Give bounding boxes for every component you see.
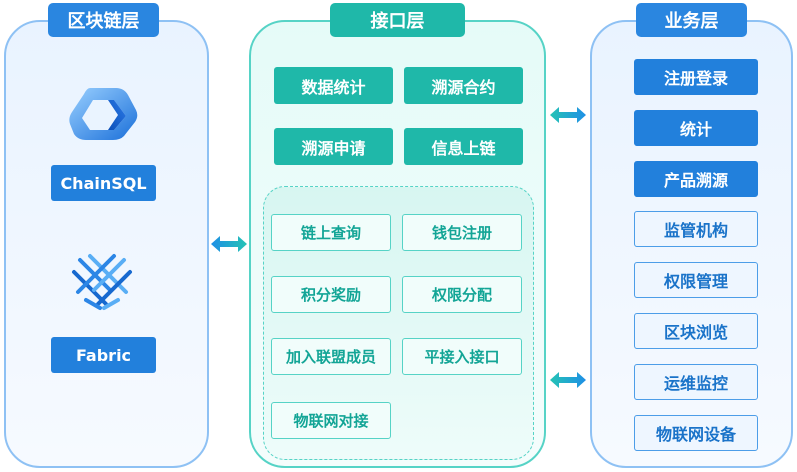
biz-item-block-browse: 区块浏览 [634, 313, 758, 349]
interface-item-trace-apply: 溯源申请 [274, 128, 393, 165]
double-arrow-icon [211, 236, 247, 252]
interface-item-info-onchain: 信息上链 [404, 128, 523, 165]
interface-layer-title: 接口层 [330, 3, 465, 37]
double-arrow-icon [550, 107, 586, 123]
sub-item-permission-assign: 权限分配 [402, 276, 522, 313]
business-layer-title: 业务层 [636, 3, 747, 37]
sub-item-chain-query: 链上查询 [271, 214, 391, 251]
biz-item-register-login: 注册登录 [634, 59, 758, 95]
sub-item-platform-api: 平接入接口 [402, 338, 522, 375]
sub-item-points-reward: 积分奖励 [271, 276, 391, 313]
biz-item-ops-monitor: 运维监控 [634, 364, 758, 400]
chainsql-logo-icon [69, 88, 138, 140]
sub-item-wallet-register: 钱包注册 [402, 214, 522, 251]
biz-item-product-trace: 产品溯源 [634, 161, 758, 197]
interface-item-data-stats: 数据统计 [274, 67, 393, 104]
double-arrow-icon [550, 372, 586, 388]
blockchain-layer-title: 区块链层 [48, 3, 159, 37]
chain-label-chainsql: ChainSQL [51, 165, 156, 201]
biz-item-statistics: 统计 [634, 110, 758, 146]
sub-item-iot-docking: 物联网对接 [271, 402, 391, 439]
fabric-logo-icon [72, 254, 132, 310]
sub-item-join-alliance: 加入联盟成员 [271, 338, 391, 375]
interface-item-trace-contract: 溯源合约 [404, 67, 523, 104]
biz-item-permission-mgmt: 权限管理 [634, 262, 758, 298]
biz-item-regulator: 监管机构 [634, 211, 758, 247]
biz-item-iot-device: 物联网设备 [634, 415, 758, 451]
chain-label-fabric: Fabric [51, 337, 156, 373]
